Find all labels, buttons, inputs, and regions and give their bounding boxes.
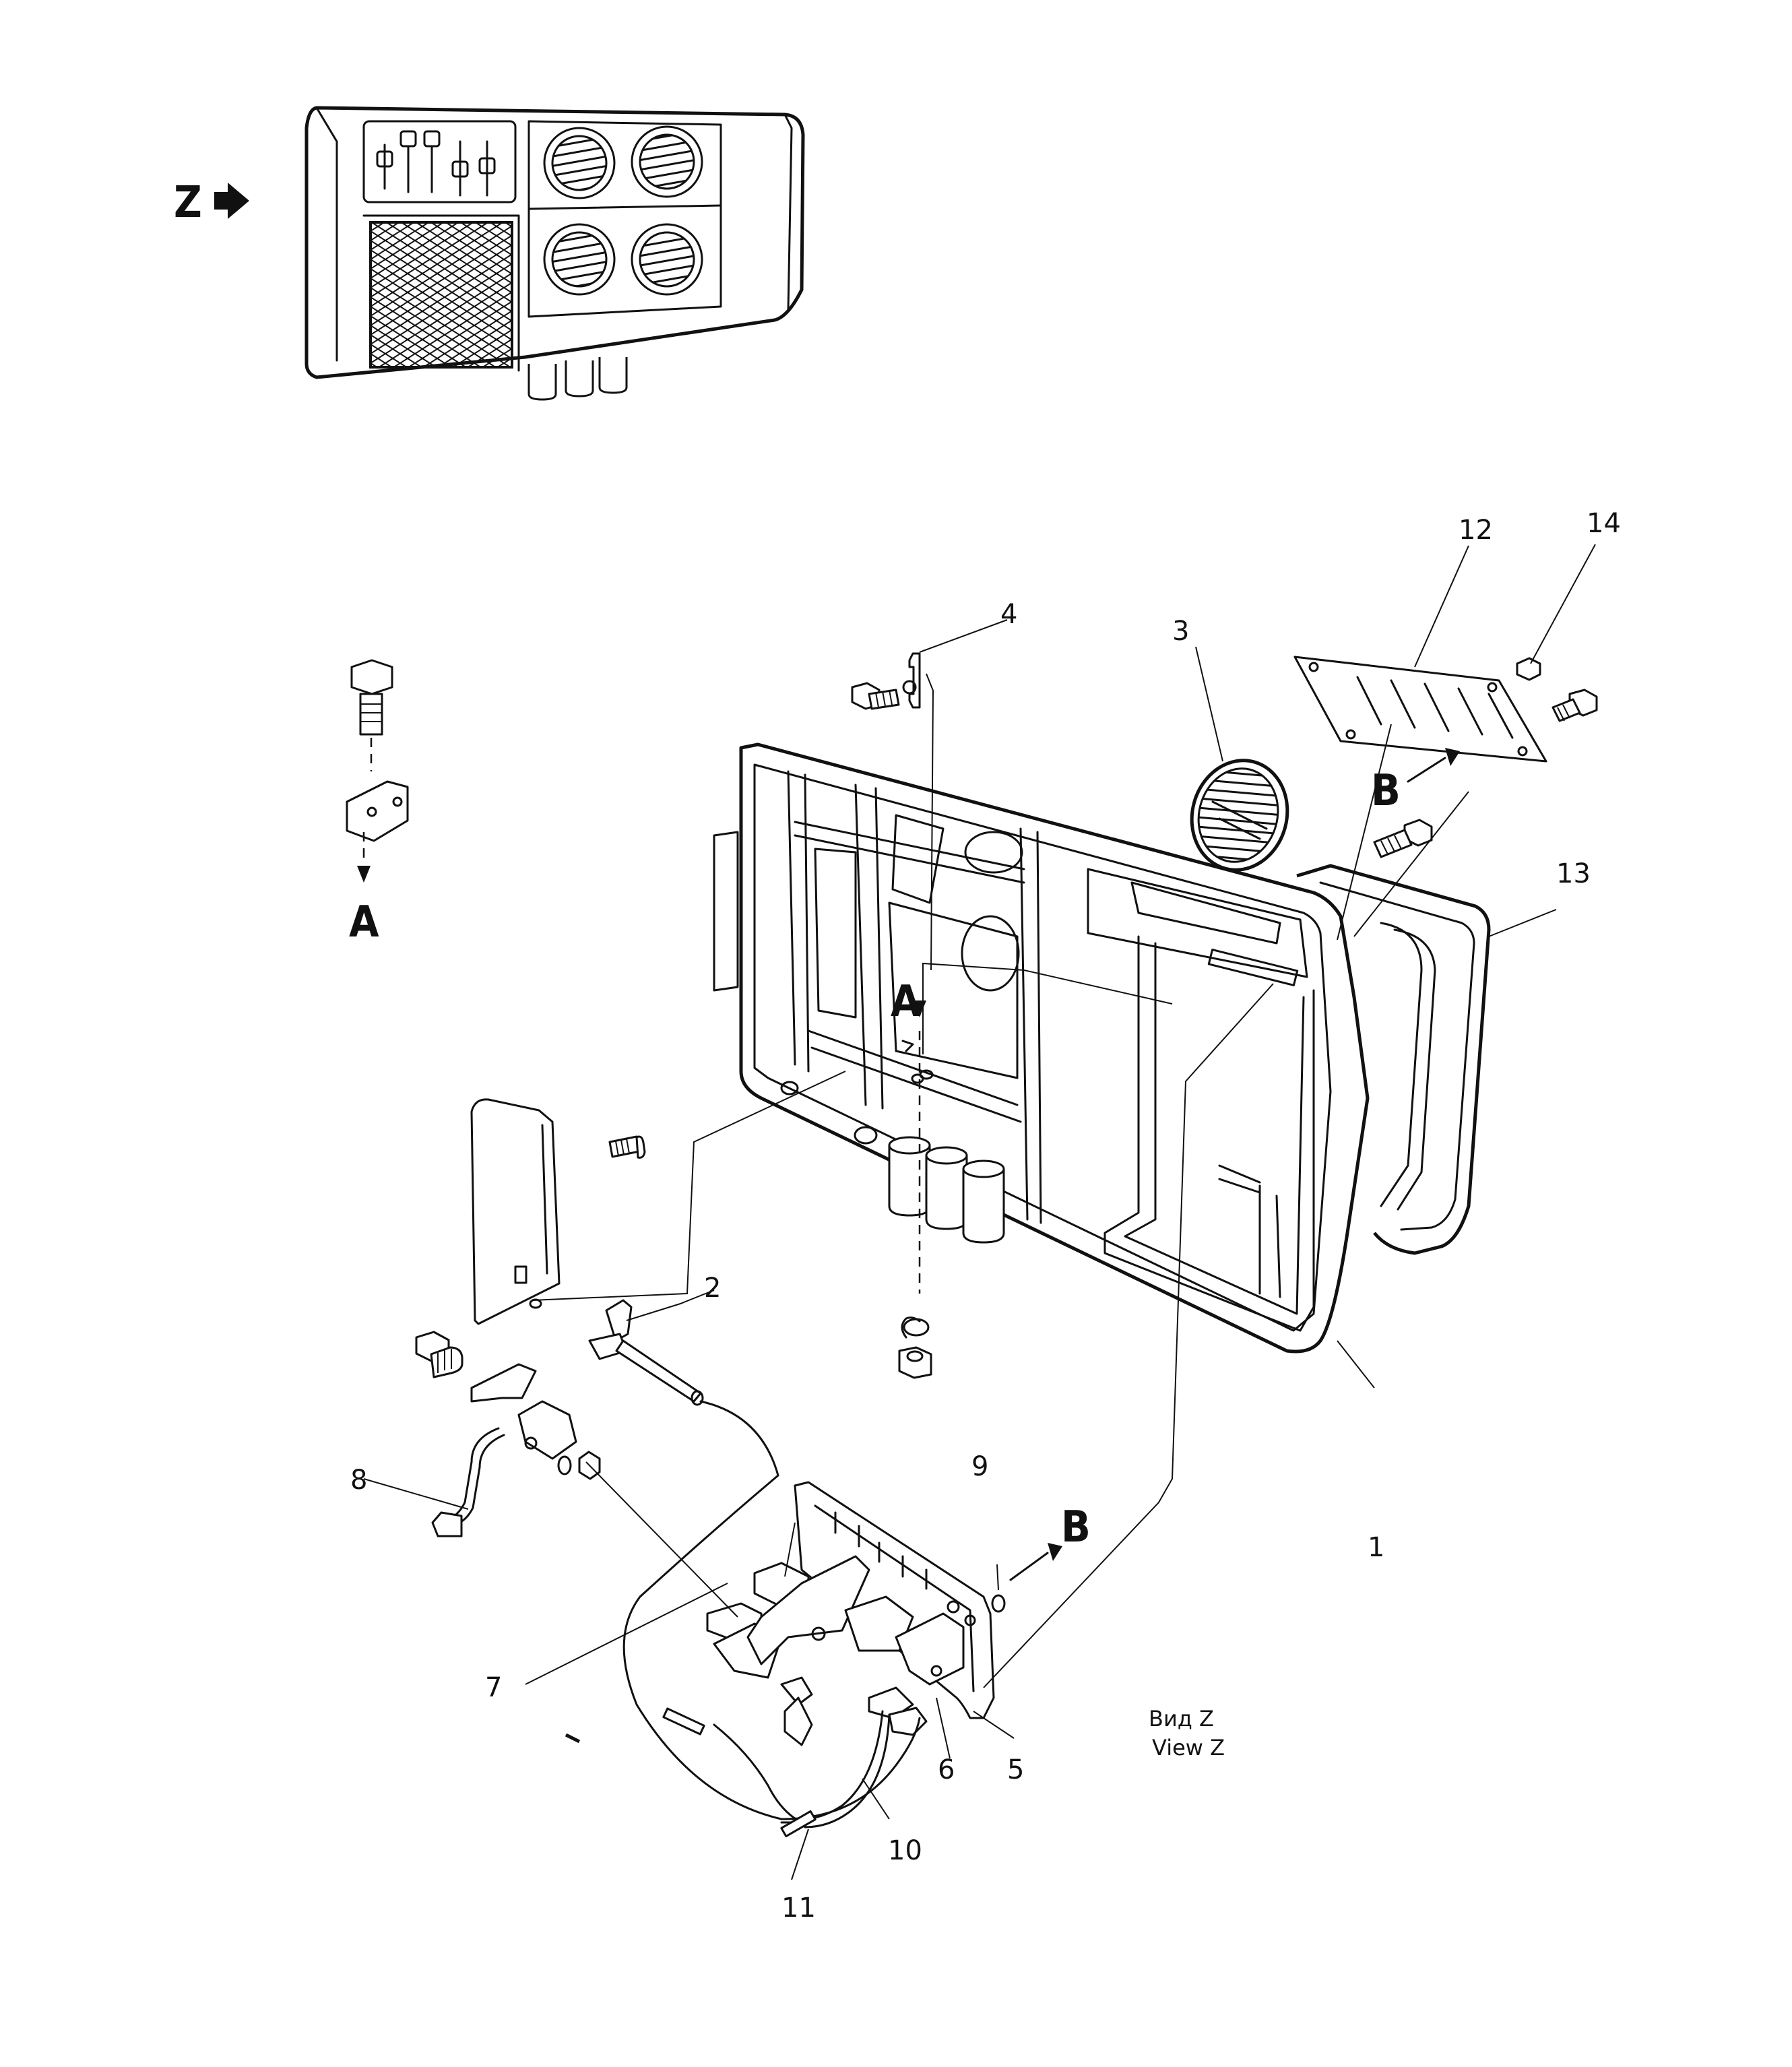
microswitch-8 bbox=[415, 1331, 601, 1537]
caption-line-2: View Z bbox=[1152, 1735, 1225, 1760]
section-b-label-bottom: B bbox=[1061, 1502, 1091, 1552]
callout-6: 6 bbox=[938, 1754, 955, 1785]
nut-14 bbox=[1516, 657, 1541, 681]
callout-11: 11 bbox=[781, 1893, 816, 1923]
callout-1: 1 bbox=[1368, 1532, 1384, 1563]
rear-panel-13 bbox=[1296, 864, 1491, 1255]
pin-9 bbox=[991, 1594, 1006, 1613]
bolt-near-3 bbox=[1373, 819, 1433, 858]
section-b-label-top: B bbox=[1371, 766, 1401, 816]
bolt-shank bbox=[359, 693, 383, 736]
callout-10: 10 bbox=[888, 1835, 922, 1866]
round-vents bbox=[543, 125, 703, 296]
stray-mark bbox=[565, 1733, 581, 1744]
heater-unit-front-view: Z bbox=[174, 106, 805, 401]
view-z-letter: Z bbox=[174, 178, 202, 228]
callout-8: 8 bbox=[350, 1465, 367, 1496]
section-a-label-center: A bbox=[891, 977, 921, 1027]
frame-opening-middle bbox=[961, 915, 1020, 992]
frame-opening-top bbox=[964, 831, 1023, 874]
arrow-b-top bbox=[1407, 748, 1460, 783]
callout-5: 5 bbox=[1007, 1754, 1024, 1785]
view-z-arrow-icon bbox=[214, 183, 249, 219]
callout-14: 14 bbox=[1587, 508, 1621, 539]
leader-lines bbox=[363, 544, 1596, 1880]
caption-line-1: Вид Z bbox=[1149, 1706, 1214, 1731]
callout-13: 13 bbox=[1556, 858, 1591, 889]
detail-a-bracket: A bbox=[346, 659, 409, 947]
center-small-parts bbox=[898, 1040, 934, 1379]
frame-outer bbox=[739, 742, 1370, 1354]
callout-4: 4 bbox=[1000, 599, 1017, 630]
intake-mesh-grille bbox=[369, 221, 513, 369]
callout-3: 3 bbox=[1172, 616, 1189, 647]
section-a-label-top: A bbox=[349, 897, 379, 947]
callout-7: 7 bbox=[485, 1672, 502, 1703]
hex-bolt-head bbox=[350, 659, 393, 695]
callout-9: 9 bbox=[971, 1451, 988, 1482]
side-cover-plate bbox=[470, 1098, 646, 1325]
callout-2: 2 bbox=[704, 1273, 721, 1304]
frame-hose-stubs bbox=[888, 1136, 1005, 1244]
shaft-lever-2 bbox=[588, 1299, 704, 1406]
bolt-near-12 bbox=[1551, 689, 1598, 722]
control-assembly bbox=[706, 1481, 995, 1746]
hose-stubs bbox=[527, 357, 628, 401]
control-levers bbox=[376, 130, 496, 197]
callout-12: 12 bbox=[1459, 515, 1493, 546]
housing-outline bbox=[305, 106, 805, 379]
clip-4 bbox=[851, 652, 921, 710]
round-vent-3 bbox=[1190, 759, 1289, 872]
grille-plate-12 bbox=[1293, 656, 1547, 763]
cables bbox=[622, 1400, 921, 1838]
control-panel bbox=[362, 120, 517, 203]
vent-panel bbox=[527, 120, 722, 318]
mounting-bracket bbox=[346, 780, 409, 842]
arrow-b-bottom bbox=[1009, 1543, 1062, 1581]
callout-numbers: 1 2 3 4 5 6 7 8 9 10 11 12 13 14 bbox=[350, 508, 1621, 1923]
